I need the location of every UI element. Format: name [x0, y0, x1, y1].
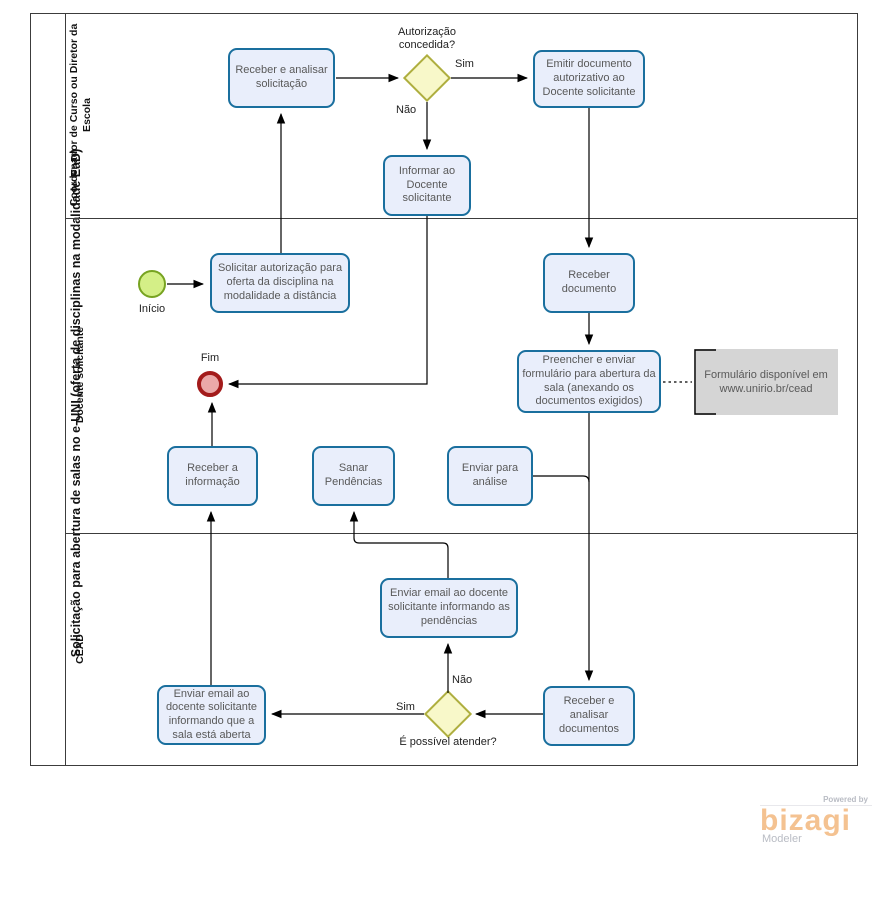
flow-label-atender-nao: Não [452, 674, 473, 686]
lane-label-cead: CEAD [74, 634, 86, 664]
flow-label-atender-sim: Sim [396, 701, 415, 713]
gateway-atender-label: É possível atender? [399, 736, 497, 748]
gateway-autorizacao-label: Autorização concedida? [397, 26, 457, 52]
pool-title-strip: Solicitação para abertura de salas no e-… [30, 13, 83, 766]
annotation-formulario: Formulário disponível em www.unirio.br/c… [694, 349, 838, 415]
task-emitir-documento[interactable]: Emitir documento autorizativo ao Docente… [533, 50, 645, 108]
start-event-label: Início [138, 303, 166, 315]
lane-label-docente: Docente solicitante [74, 326, 86, 424]
flow-label-autorizacao-sim: Sim [455, 58, 474, 70]
task-receber-analisar-documentos[interactable]: Receber e analisar documentos [543, 686, 635, 746]
task-solicitar-autorizacao[interactable]: Solicitar autorização para oferta da dis… [210, 253, 350, 313]
task-informar-docente[interactable]: Informar ao Docente solicitante [383, 155, 471, 216]
task-preencher-enviar-formulario[interactable]: Preencher e enviar formulário para abert… [517, 350, 661, 413]
lane-divider-1 [66, 218, 858, 219]
bizagi-logo: bizagi [760, 804, 852, 837]
task-receber-documento[interactable]: Receber documento [543, 253, 635, 313]
end-event-label: Fim [200, 352, 220, 364]
flow-label-autorizacao-nao: Não [396, 104, 417, 116]
task-enviar-para-analise[interactable]: Enviar para análise [447, 446, 533, 506]
start-event-inicio[interactable] [138, 270, 166, 298]
task-receber-informacao[interactable]: Receber a informação [167, 446, 258, 506]
lane-label-coordenador: Coordenador de Curso ou Diretor da Escol… [68, 23, 93, 207]
task-enviar-email-pendencias[interactable]: Enviar email ao docente solicitante info… [380, 578, 518, 638]
bizagi-branding: Powered by bizagi Modeler [760, 795, 872, 845]
task-enviar-email-sala-aberta[interactable]: Enviar email ao docente solicitante info… [157, 685, 266, 745]
task-sanar-pendencias[interactable]: Sanar Pendências [312, 446, 395, 506]
powered-by-label: Powered by [760, 795, 872, 806]
lane-divider-2 [66, 533, 858, 534]
bizagi-modeler-label: Modeler [762, 833, 802, 845]
task-receber-analisar-solicitacao[interactable]: Receber e analisar solicitação [228, 48, 335, 108]
end-event-fim[interactable] [197, 371, 223, 397]
